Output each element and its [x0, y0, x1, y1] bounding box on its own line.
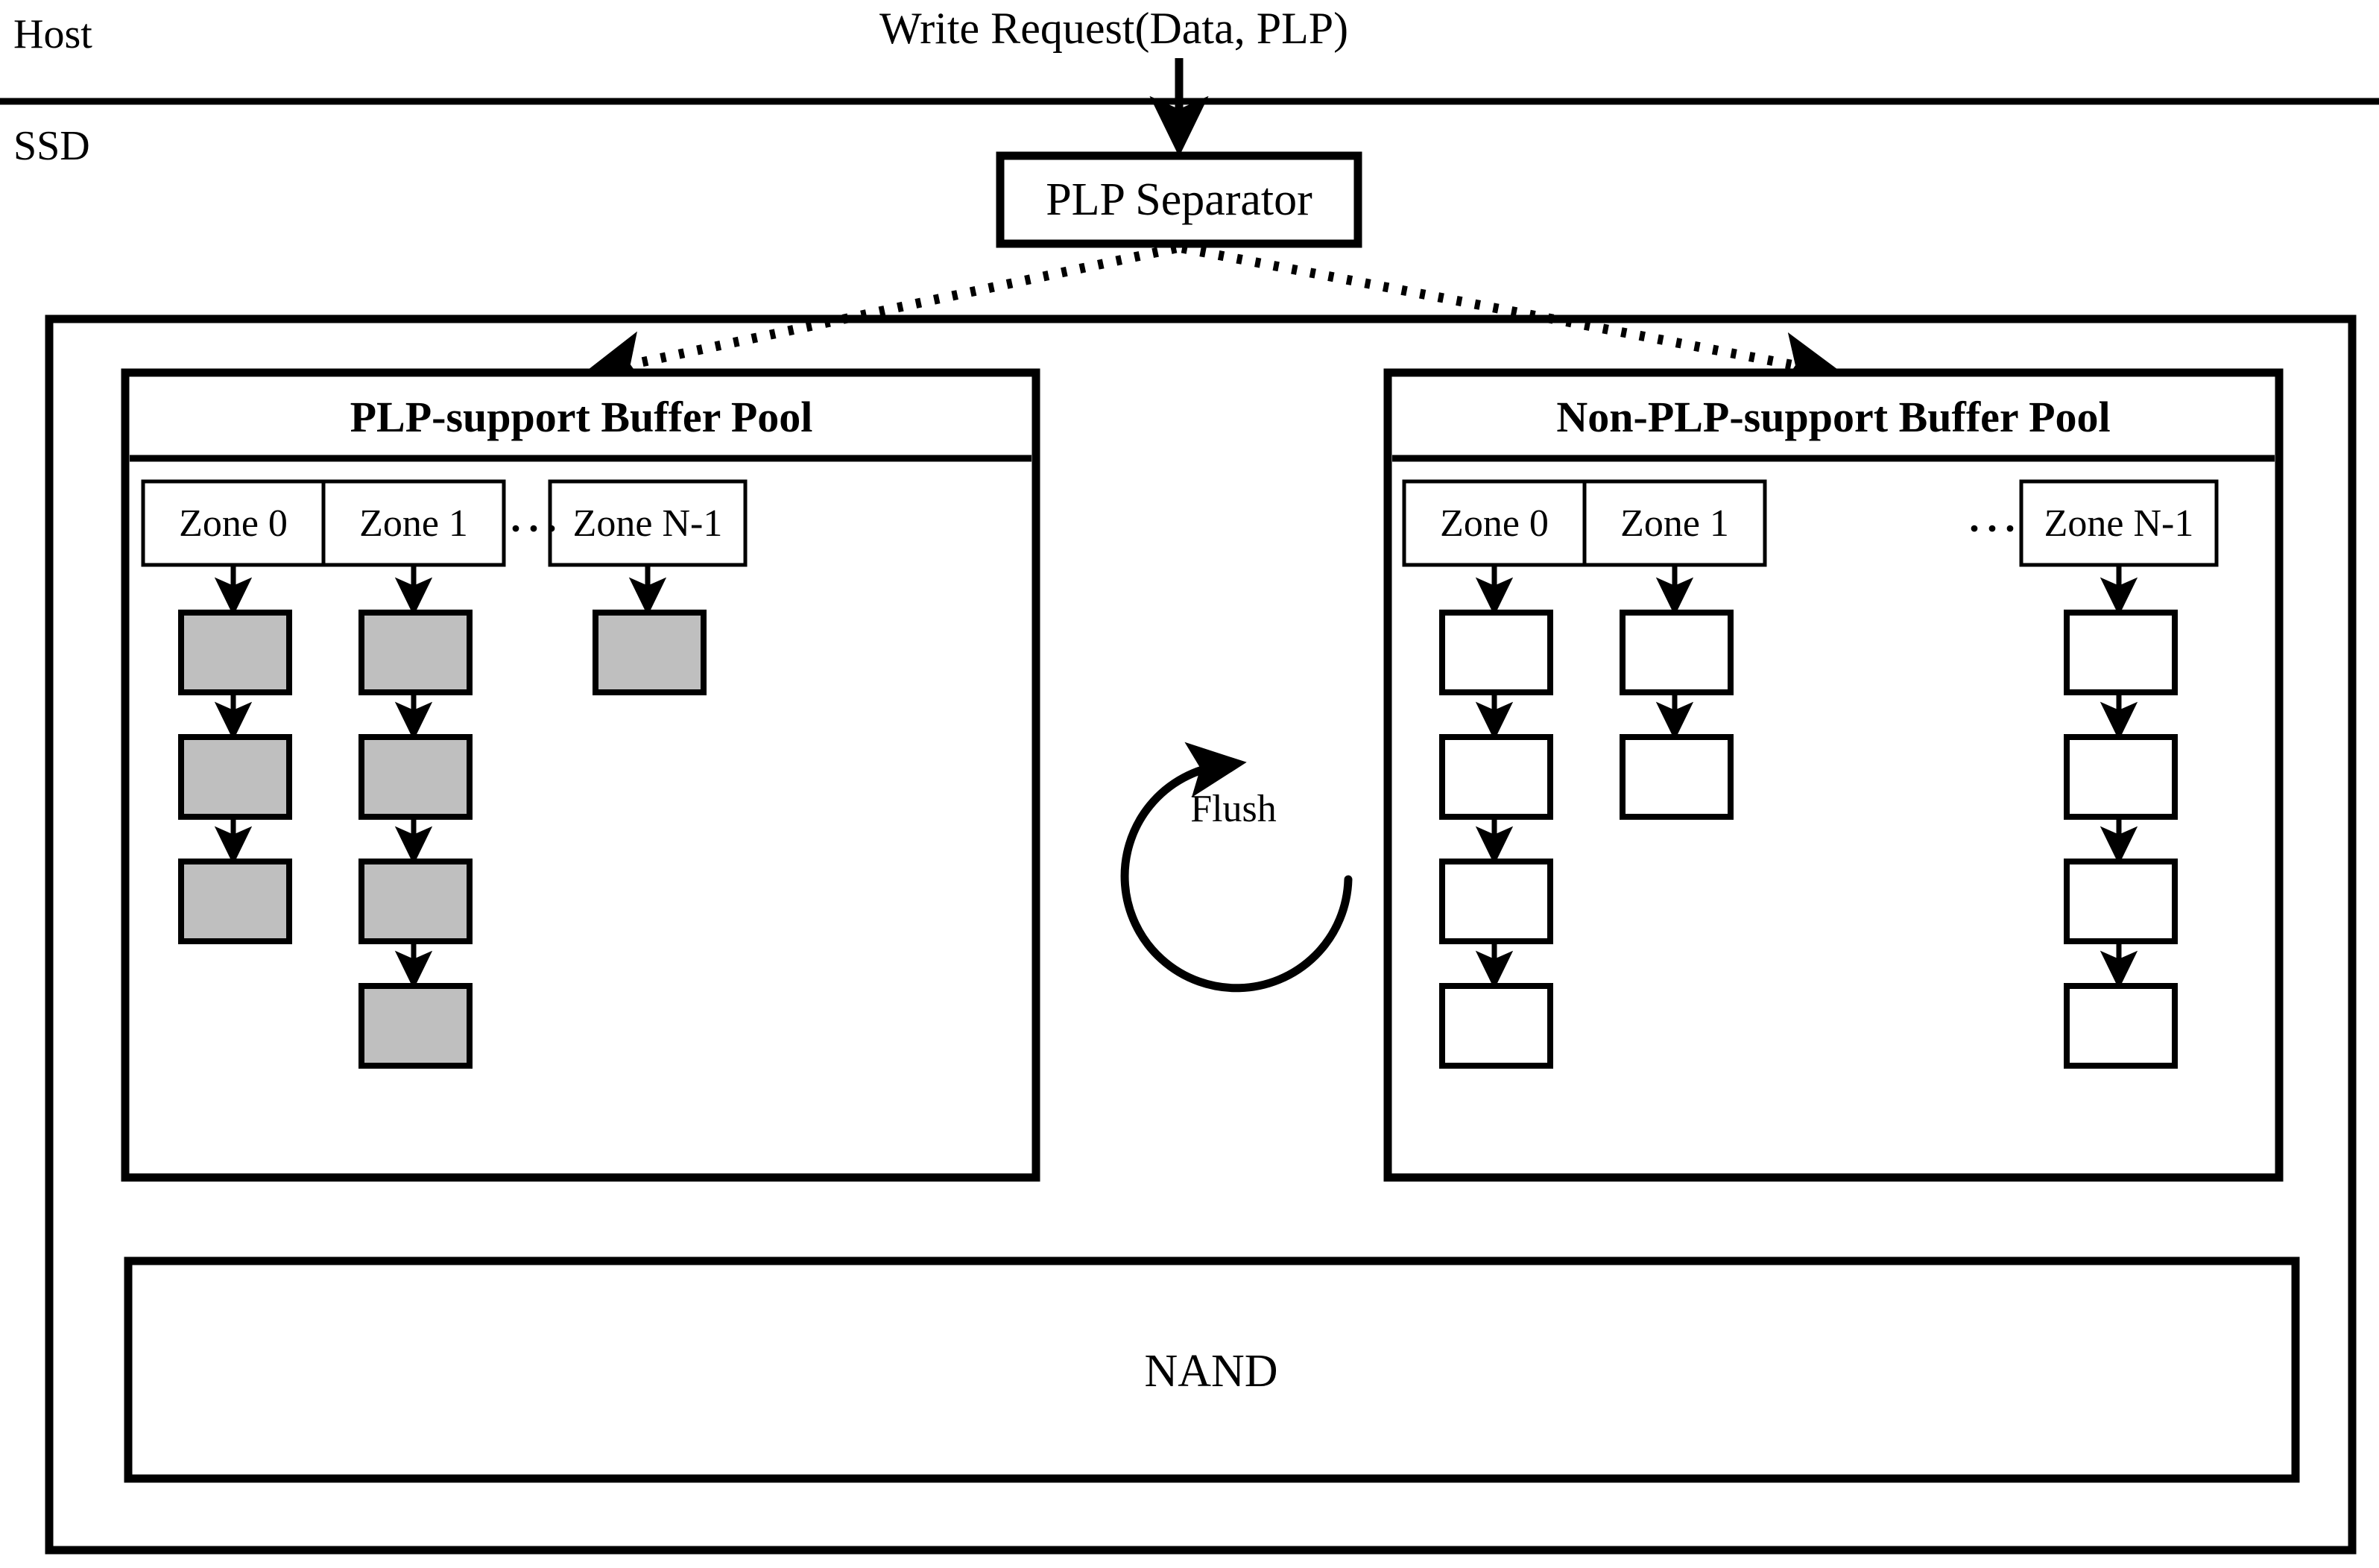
nonplp-z1-buffer-0 [1620, 610, 1734, 695]
nonplp-zone-1-box [1582, 479, 1767, 567]
plp-z1-buffer-2 [358, 859, 473, 944]
ssd-label: SSD [13, 123, 90, 169]
nonplp-z0-buffer-0 [1439, 610, 1553, 695]
plp-zone-n1-label[interactable]: Zone N-1 [572, 502, 723, 545]
plp-zone-1-box [321, 479, 506, 567]
plp-zone-1-label[interactable]: Zone 1 [359, 502, 468, 545]
flush-label: Flush [1190, 788, 1277, 830]
plp-support-pool-title: PLP-support Buffer Pool [350, 393, 813, 441]
nonplp-zn1-buffer-0 [2064, 610, 2178, 695]
plp-zn1-buffer-0 [593, 610, 707, 695]
nand-label: NAND [1144, 1346, 1278, 1397]
nonplp-zone-n1-box [2019, 479, 2219, 567]
plp-z0-buffer-0 [178, 610, 292, 695]
plp-separator-label: PLP Separator [1046, 174, 1312, 225]
nonplp-zn1-buffer-2 [2064, 859, 2178, 944]
plp-zone-n1-box [548, 479, 748, 567]
plp-zone-ellipsis: ··· [509, 506, 563, 551]
nonplp-z0-buffer-1 [1439, 734, 1553, 820]
nonplp-zn1-buffer-1 [2064, 734, 2178, 820]
nonplp-zone-0-label[interactable]: Zone 0 [1440, 502, 1549, 545]
nand-box [124, 1256, 2300, 1483]
plp-zone-0-box [141, 479, 326, 567]
nonplp-z1-buffer-1 [1620, 734, 1734, 820]
plp-zone-0-label[interactable]: Zone 0 [179, 502, 288, 545]
ssd-enclosure-box [45, 314, 2357, 1555]
nonplp-zn1-buffer-3 [2064, 983, 2178, 1069]
nonplp-z0-buffer-2 [1439, 859, 1553, 944]
nonplp-zone-1-label[interactable]: Zone 1 [1620, 502, 1729, 545]
nonplp-zone-n1-label[interactable]: Zone N-1 [2044, 502, 2194, 545]
plp-z0-buffer-2 [178, 859, 292, 944]
host-label: Host [13, 11, 92, 57]
plp-z1-buffer-1 [358, 734, 473, 820]
separator-to-plp-pool-arrow [581, 243, 1178, 393]
nonplp-zone-0-box [1402, 479, 1587, 567]
plp-separator-box [996, 151, 1362, 248]
nonplp-z0-buffer-3 [1439, 983, 1553, 1069]
write-request-label: Write Request(Data, PLP) [879, 4, 1349, 53]
plp-z1-buffer-0 [358, 610, 473, 695]
plp-z0-buffer-1 [178, 734, 292, 820]
flush-circular-arrow [1120, 742, 1353, 993]
non-plp-support-pool-title: Non-PLP-support Buffer Pool [1556, 393, 2111, 441]
separator-to-non-plp-pool-arrow [1181, 243, 1845, 393]
nonplp-zone-ellipsis: ··· [1968, 506, 2022, 551]
plp-z1-buffer-3 [358, 983, 473, 1069]
